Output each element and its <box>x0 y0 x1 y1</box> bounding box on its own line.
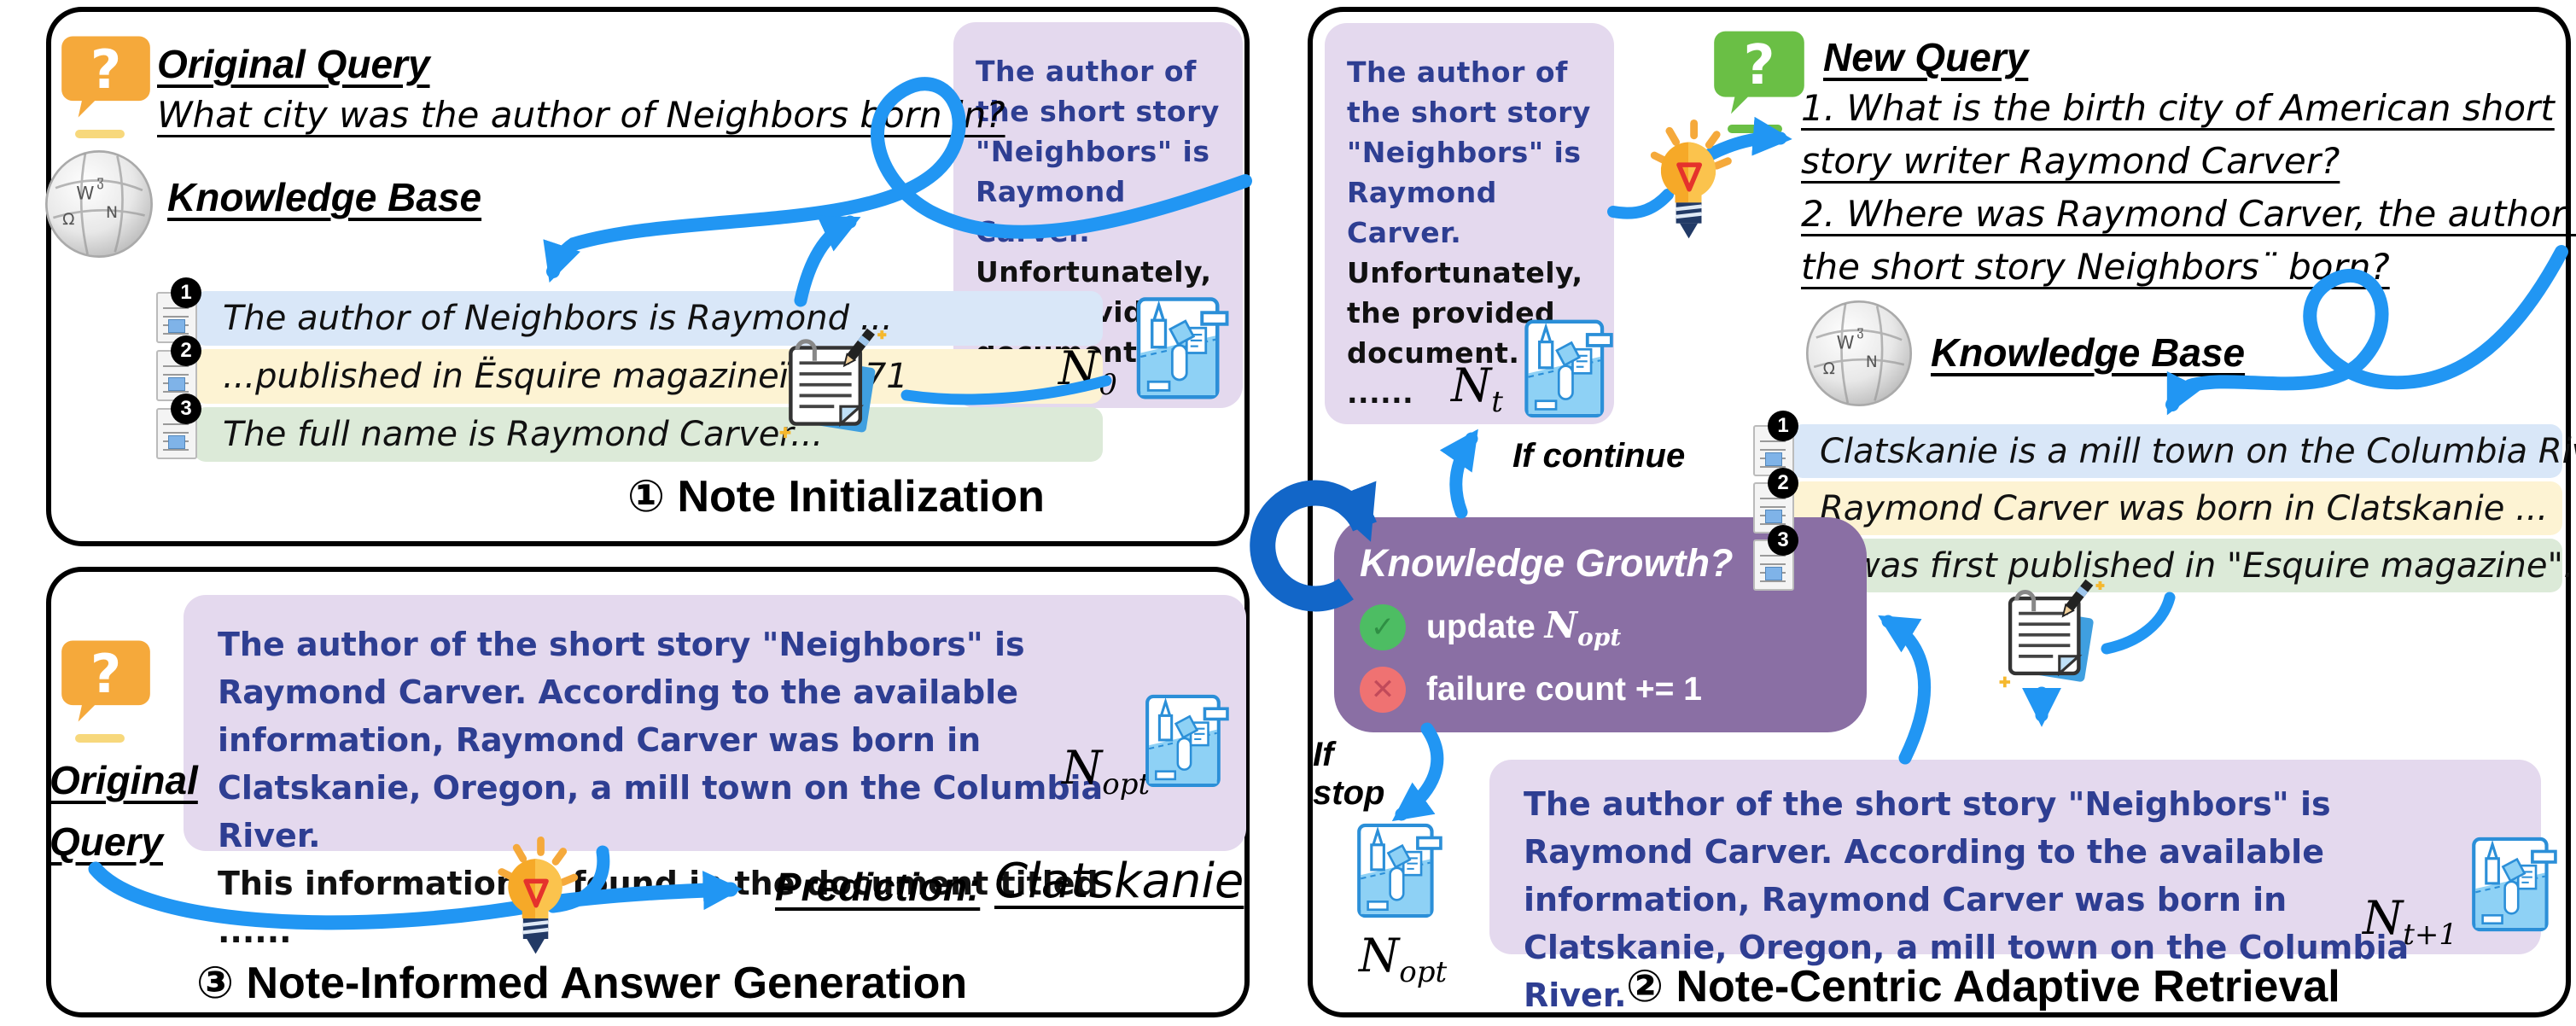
note-nopt-label: Nopt <box>1062 741 1151 802</box>
growth-failure-text: failure count += 1 <box>1426 670 1702 708</box>
new-query-line: story writer Raymond Carver? <box>1801 140 2340 182</box>
question-bubble-underline <box>75 734 125 743</box>
wikipedia-globe-icon <box>41 147 157 261</box>
wikipedia-globe-icon <box>1801 297 1917 410</box>
note-nt-label: Nt <box>1451 359 1503 419</box>
notebook-icon <box>1354 821 1442 922</box>
question-bubble-icon <box>60 633 152 729</box>
knowledge-base-label: Knowledge Base <box>167 175 482 219</box>
knowledge-base-label: Knowledge Base <box>1931 330 2246 375</box>
note-n0-label: N0 <box>1058 341 1117 402</box>
passage-text: ...was first published in "Esquire magaz… <box>1820 545 2576 586</box>
question-bubble-underline <box>75 130 125 138</box>
note-nopt: The author of the short story "Neighbors… <box>184 595 1246 950</box>
prediction-value: Clatskanie <box>994 854 1244 909</box>
nopt-label: Nopt <box>1359 929 1448 989</box>
passage-row: The author of Neighbors is Raymond ... <box>194 291 1103 346</box>
note-nopt-highlight: The author of the short story "Neighbors… <box>218 626 1104 854</box>
notebook-icon <box>2468 826 2557 944</box>
new-query-label: New Query <box>1823 35 2029 79</box>
note-nopt-rest: This information is found in the documen… <box>218 865 1099 950</box>
growth-failure-row: ✕ failure count += 1 <box>1360 666 1841 713</box>
notebook-icon <box>1142 690 1229 794</box>
passage-text: The full name is Raymond Carver... <box>223 415 824 454</box>
caption-note-initialization: ① Note Initialization <box>627 472 1045 522</box>
passage-number-badge: 2 <box>1768 468 1798 498</box>
passage-text: Clatskanie is a mill town on the Columbi… <box>1820 431 2576 471</box>
note-nt: The author of the short story "Neighbors… <box>1325 23 1614 424</box>
caption-answer-generation: ③ Note-Informed Answer Generation <box>196 959 968 1008</box>
passage-number-badge: 3 <box>171 393 201 424</box>
lightbulb-icon <box>1641 120 1736 244</box>
passage-number-badge: 2 <box>171 335 201 366</box>
prediction-label: Prediction: <box>775 865 981 909</box>
if-continue-label: If continue <box>1512 437 1686 475</box>
note-n0-highlight: The author of the short story "Neighbors… <box>976 55 1220 248</box>
caption-adaptive-retrieval: ② Note-Centric Adaptive Retrieval <box>1626 962 2340 1011</box>
new-query-line: 2. Where was Raymond Carver, the author … <box>1801 193 2576 235</box>
passage-number-badge: 3 <box>1768 525 1798 556</box>
memo-pencil-icon <box>1989 577 2115 695</box>
knowledge-growth-title: Knowledge Growth? <box>1360 541 1734 585</box>
passage-row: ...was first published in "Esquire magaz… <box>1791 539 2576 592</box>
cross-circle-icon: ✕ <box>1360 666 1406 713</box>
original-query-label: Original Query <box>157 42 430 86</box>
passage-row: Clatskanie is a mill town on the Columbi… <box>1791 424 2576 478</box>
new-query-line: the short story Neighbors¨ born? <box>1801 246 2390 288</box>
question-bubble-icon <box>1712 24 1806 121</box>
check-circle-icon: ✓ <box>1360 604 1406 651</box>
passage-number-badge: 1 <box>1768 411 1798 441</box>
original-query-text: What city was the author of Neighbors bo… <box>157 94 1005 136</box>
if-stop-label: If stop <box>1313 736 1385 812</box>
notebook-icon <box>1521 318 1613 422</box>
passage-text: The author of Neighbors is Raymond ... <box>223 299 893 338</box>
passage-row: ...published in Ësquire magazineïn 1971 <box>194 349 1103 404</box>
original-query-label-stacked: Original Query <box>50 758 198 864</box>
passage-number-badge: 1 <box>171 277 201 308</box>
question-bubble-icon <box>60 29 152 125</box>
note-nt-highlight: The author of the short story "Neighbors… <box>1347 55 1591 249</box>
new-query-line: 1. What is the birth city of American sh… <box>1801 87 2555 129</box>
document-icon <box>156 405 201 459</box>
growth-update-text: update Nopt <box>1426 604 1622 651</box>
passage-text: Raymond Carver was born in Clatskanie ..… <box>1820 488 2549 528</box>
lightbulb-icon <box>488 837 582 959</box>
passage-row: The full name is Raymond Carver... <box>194 407 1103 462</box>
note-nt1-rest: This information is found in the documen… <box>1524 1019 2413 1026</box>
memo-pencil-icon <box>770 326 896 446</box>
note-nt1-label: Nt+1 <box>2363 891 2458 952</box>
notebook-icon <box>1132 295 1230 403</box>
note-nt-rest: Unfortunately, the provided document. ..… <box>1347 256 1583 410</box>
note-nt1: The author of the short story "Neighbors… <box>1489 760 2541 1026</box>
growth-update-row: ✓ update Nopt <box>1360 604 1841 651</box>
note-nt1-highlight: The author of the short story "Neighbors… <box>1524 785 2410 1014</box>
passage-row: Raymond Carver was born in Clatskanie ..… <box>1791 481 2562 535</box>
